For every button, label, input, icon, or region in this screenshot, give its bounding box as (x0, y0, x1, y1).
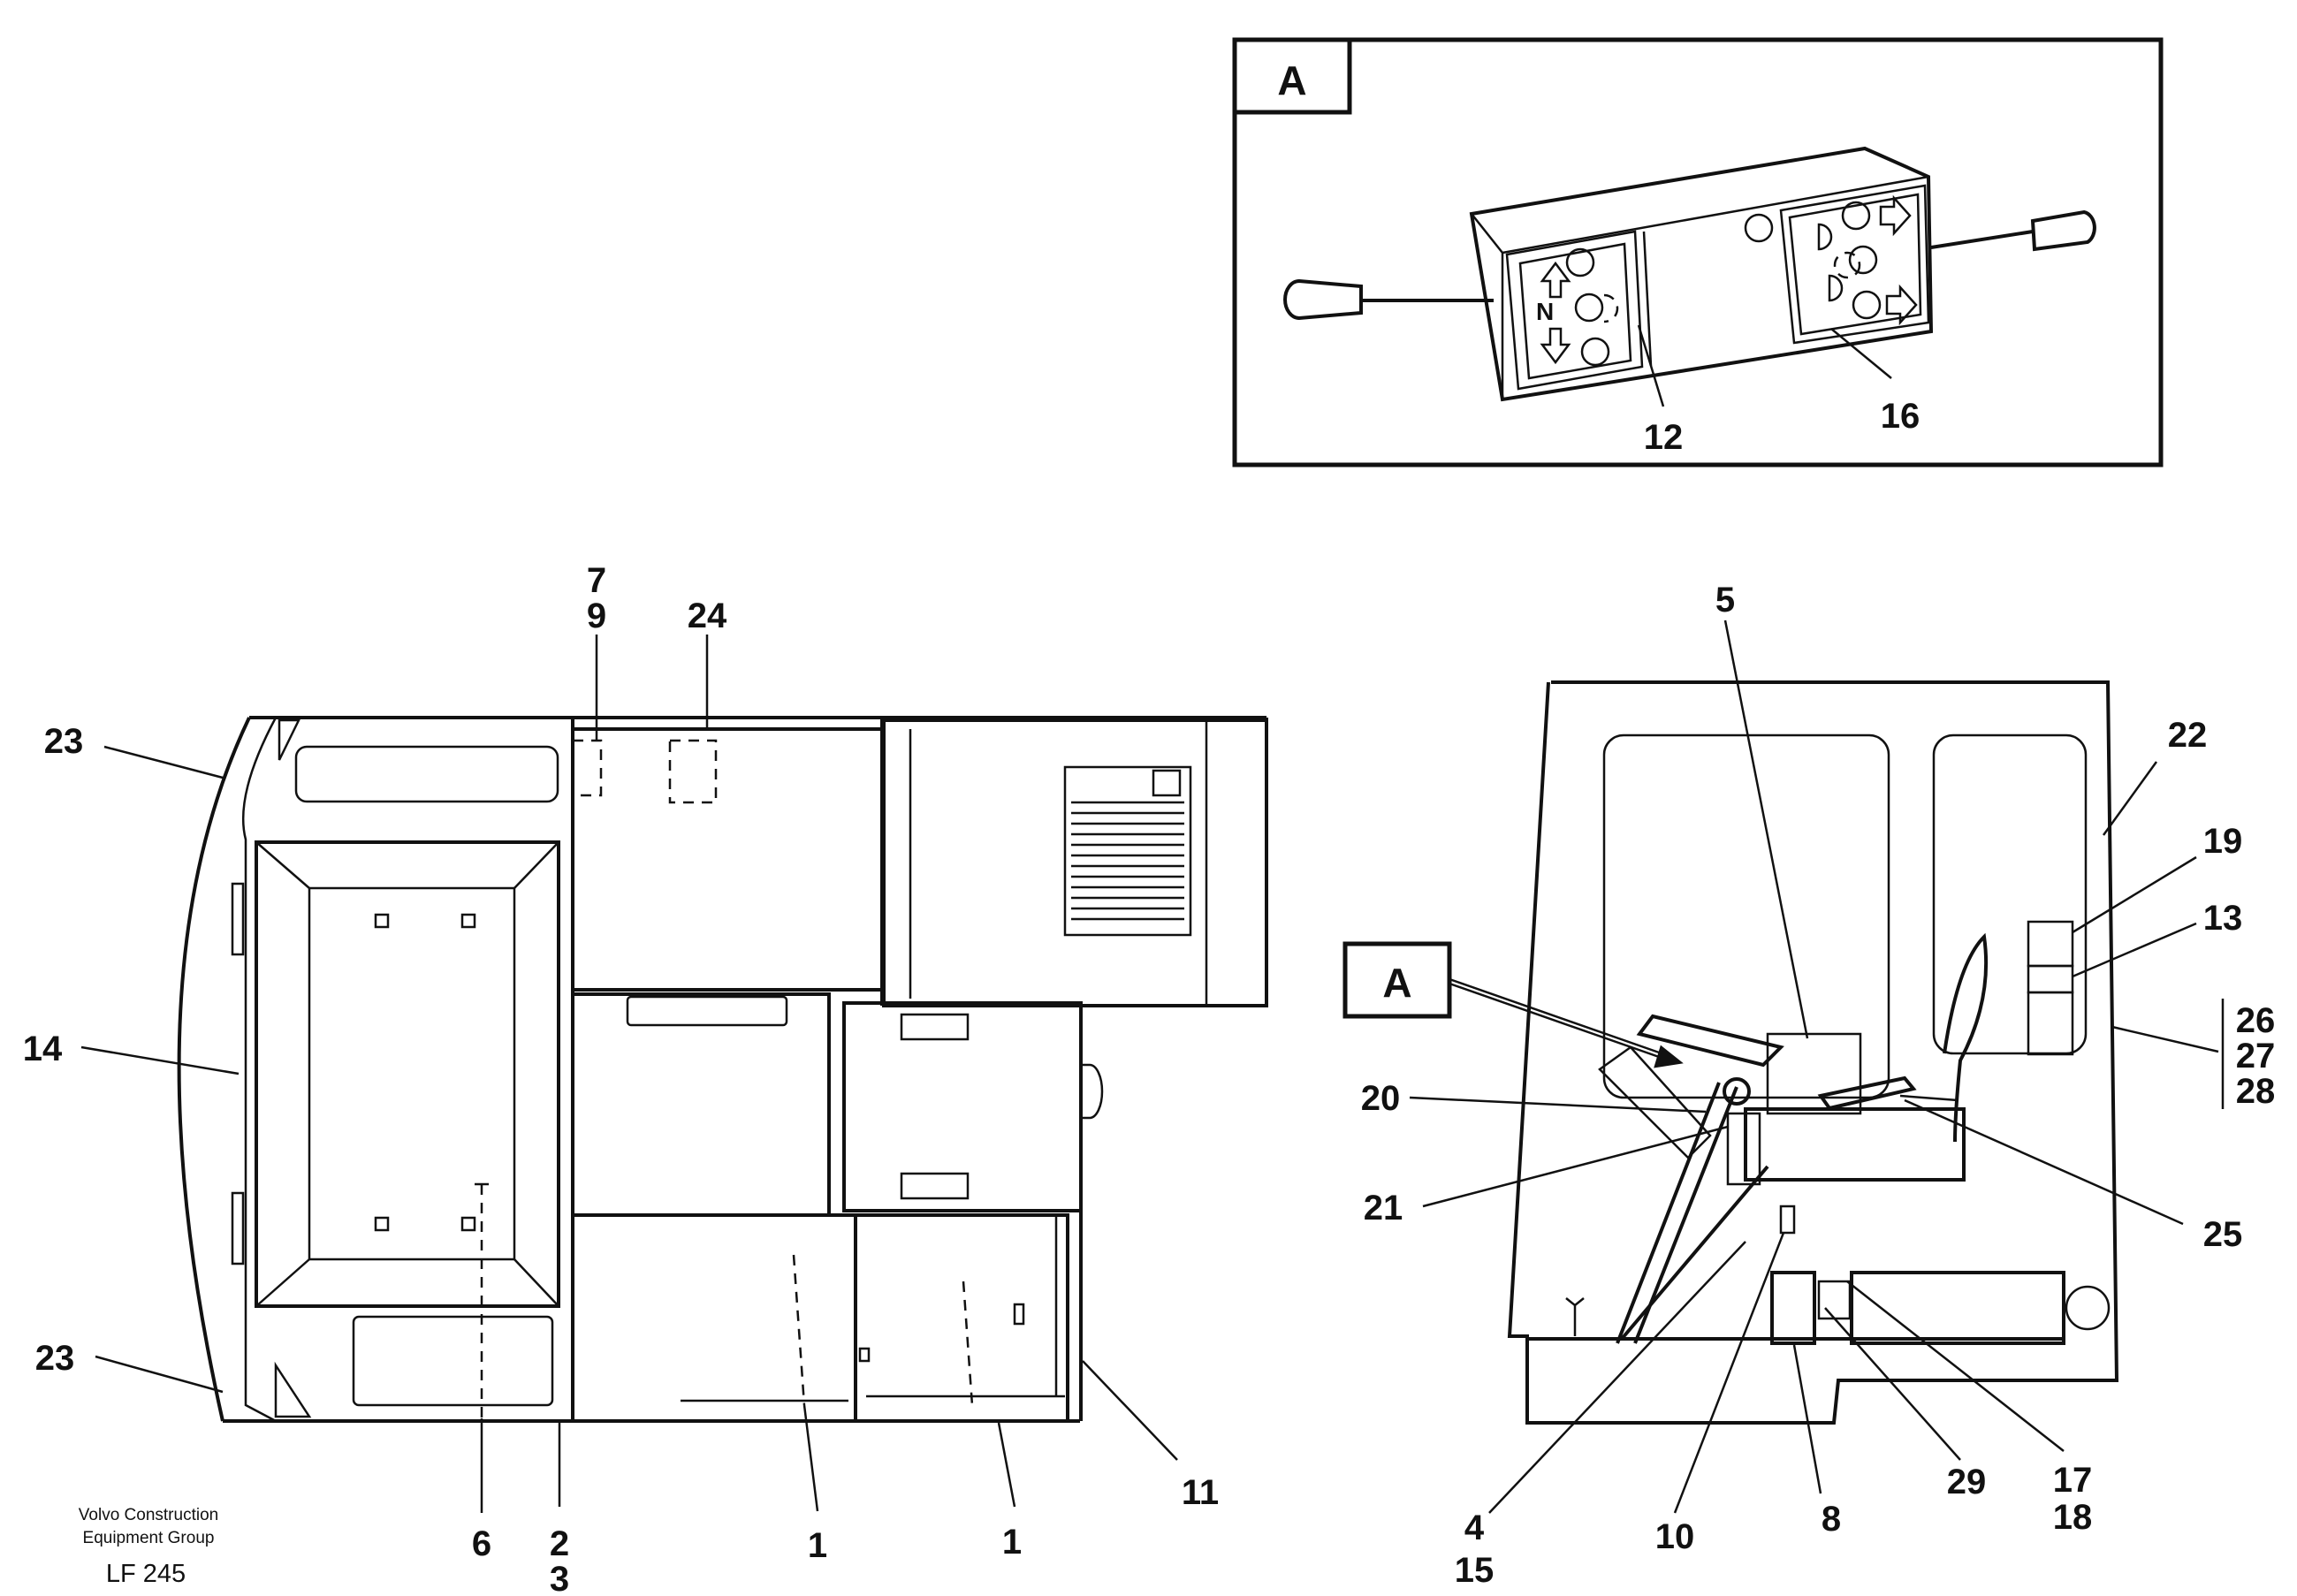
callout-22: 22 (2168, 716, 2208, 755)
callout-13: 13 (2203, 899, 2243, 938)
detail-view-a: A N (1232, 37, 2164, 467)
callout-24: 24 (688, 597, 727, 635)
credit-line-1: Volvo Construction (79, 1506, 218, 1524)
detail-frame (1232, 37, 2164, 467)
callout-29: 29 (1947, 1463, 1987, 1501)
callout-3: 3 (550, 1560, 569, 1596)
callout-6: 6 (472, 1524, 491, 1563)
callout-5: 5 (1715, 581, 1735, 619)
callout-2: 2 (550, 1524, 569, 1563)
callout-4: 4 (1464, 1509, 1485, 1547)
neutral-letter: N (1536, 298, 1554, 325)
side-view: A 5 22 19 13 26 27 28 20 21 25 4 15 10 8… (1342, 581, 2276, 1590)
callout-1-left: 1 (808, 1526, 827, 1565)
callout-10: 10 (1655, 1517, 1695, 1556)
detail-badge-box (1232, 37, 1352, 115)
switch-unit-drawing: N (1283, 146, 2096, 402)
callout-15: 15 (1455, 1551, 1495, 1590)
callout-1-right: 1 (1002, 1523, 1022, 1562)
detail-badge: A (1277, 57, 1306, 103)
callout-16: 16 (1881, 397, 1921, 436)
callout-11: 11 (1182, 1473, 1219, 1512)
callout-26: 26 (2236, 1001, 2276, 1040)
callout-28: 28 (2236, 1072, 2276, 1111)
callout-20: 20 (1361, 1079, 1401, 1118)
cab-side-drawing (1449, 680, 2119, 1425)
callout-25: 25 (2203, 1215, 2243, 1254)
cab-plan-drawing (177, 716, 1268, 1423)
drawing-code: LF 245 (106, 1560, 186, 1588)
callout-7: 7 (587, 561, 606, 600)
callout-21: 21 (1364, 1189, 1403, 1227)
callout-12: 12 (1644, 418, 1684, 457)
callout-8: 8 (1822, 1500, 1841, 1539)
callout-14: 14 (23, 1030, 63, 1068)
callout-9: 9 (587, 597, 606, 635)
callout-19: 19 (2203, 822, 2243, 861)
callout-27: 27 (2236, 1037, 2276, 1075)
credit-block: Volvo Construction Equipment Group LF 24… (79, 1506, 218, 1588)
callout-23-bottom: 23 (35, 1339, 75, 1378)
side-badge-box (1342, 941, 1452, 1019)
callout-23-top: 23 (44, 722, 84, 761)
plan-view: 23 23 14 7 9 24 6 2 3 1 1 11 (23, 561, 1268, 1596)
callout-17: 17 (2053, 1461, 2093, 1500)
credit-line-2: Equipment Group (83, 1529, 215, 1547)
side-badge: A (1382, 960, 1411, 1006)
callout-18: 18 (2053, 1498, 2093, 1537)
